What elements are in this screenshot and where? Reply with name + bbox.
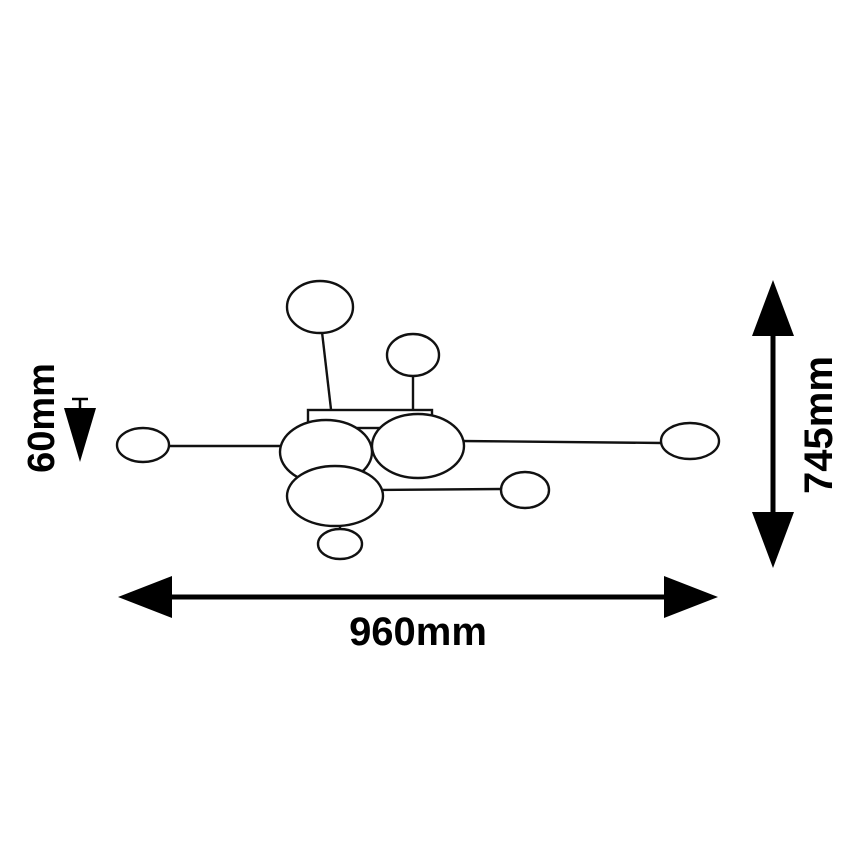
lamp-small-right xyxy=(499,470,551,510)
depth-arrow-icon xyxy=(64,397,96,462)
height-label: 745mm xyxy=(797,356,841,494)
arrowhead-right-icon xyxy=(664,576,718,618)
lamp-bottom xyxy=(316,527,364,561)
lamp-top-middle xyxy=(385,332,441,378)
lamp-left xyxy=(115,426,171,464)
body-right xyxy=(370,412,466,480)
arrowhead-down-icon xyxy=(752,512,794,568)
chandelier-drawing xyxy=(115,279,721,561)
lamp-right xyxy=(659,421,721,461)
width-arrow xyxy=(118,576,718,618)
width-label: 960mm xyxy=(349,610,487,654)
depth-label: 60mm xyxy=(21,363,63,473)
arm-right xyxy=(459,439,663,445)
lamp-top-left xyxy=(285,279,355,335)
body-lower xyxy=(285,464,385,528)
rod-top-left xyxy=(320,331,334,419)
arm-small-right xyxy=(377,487,503,492)
arrowhead-left-icon xyxy=(118,576,172,618)
arrowhead-up-icon xyxy=(752,280,794,336)
height-arrow xyxy=(752,280,794,568)
